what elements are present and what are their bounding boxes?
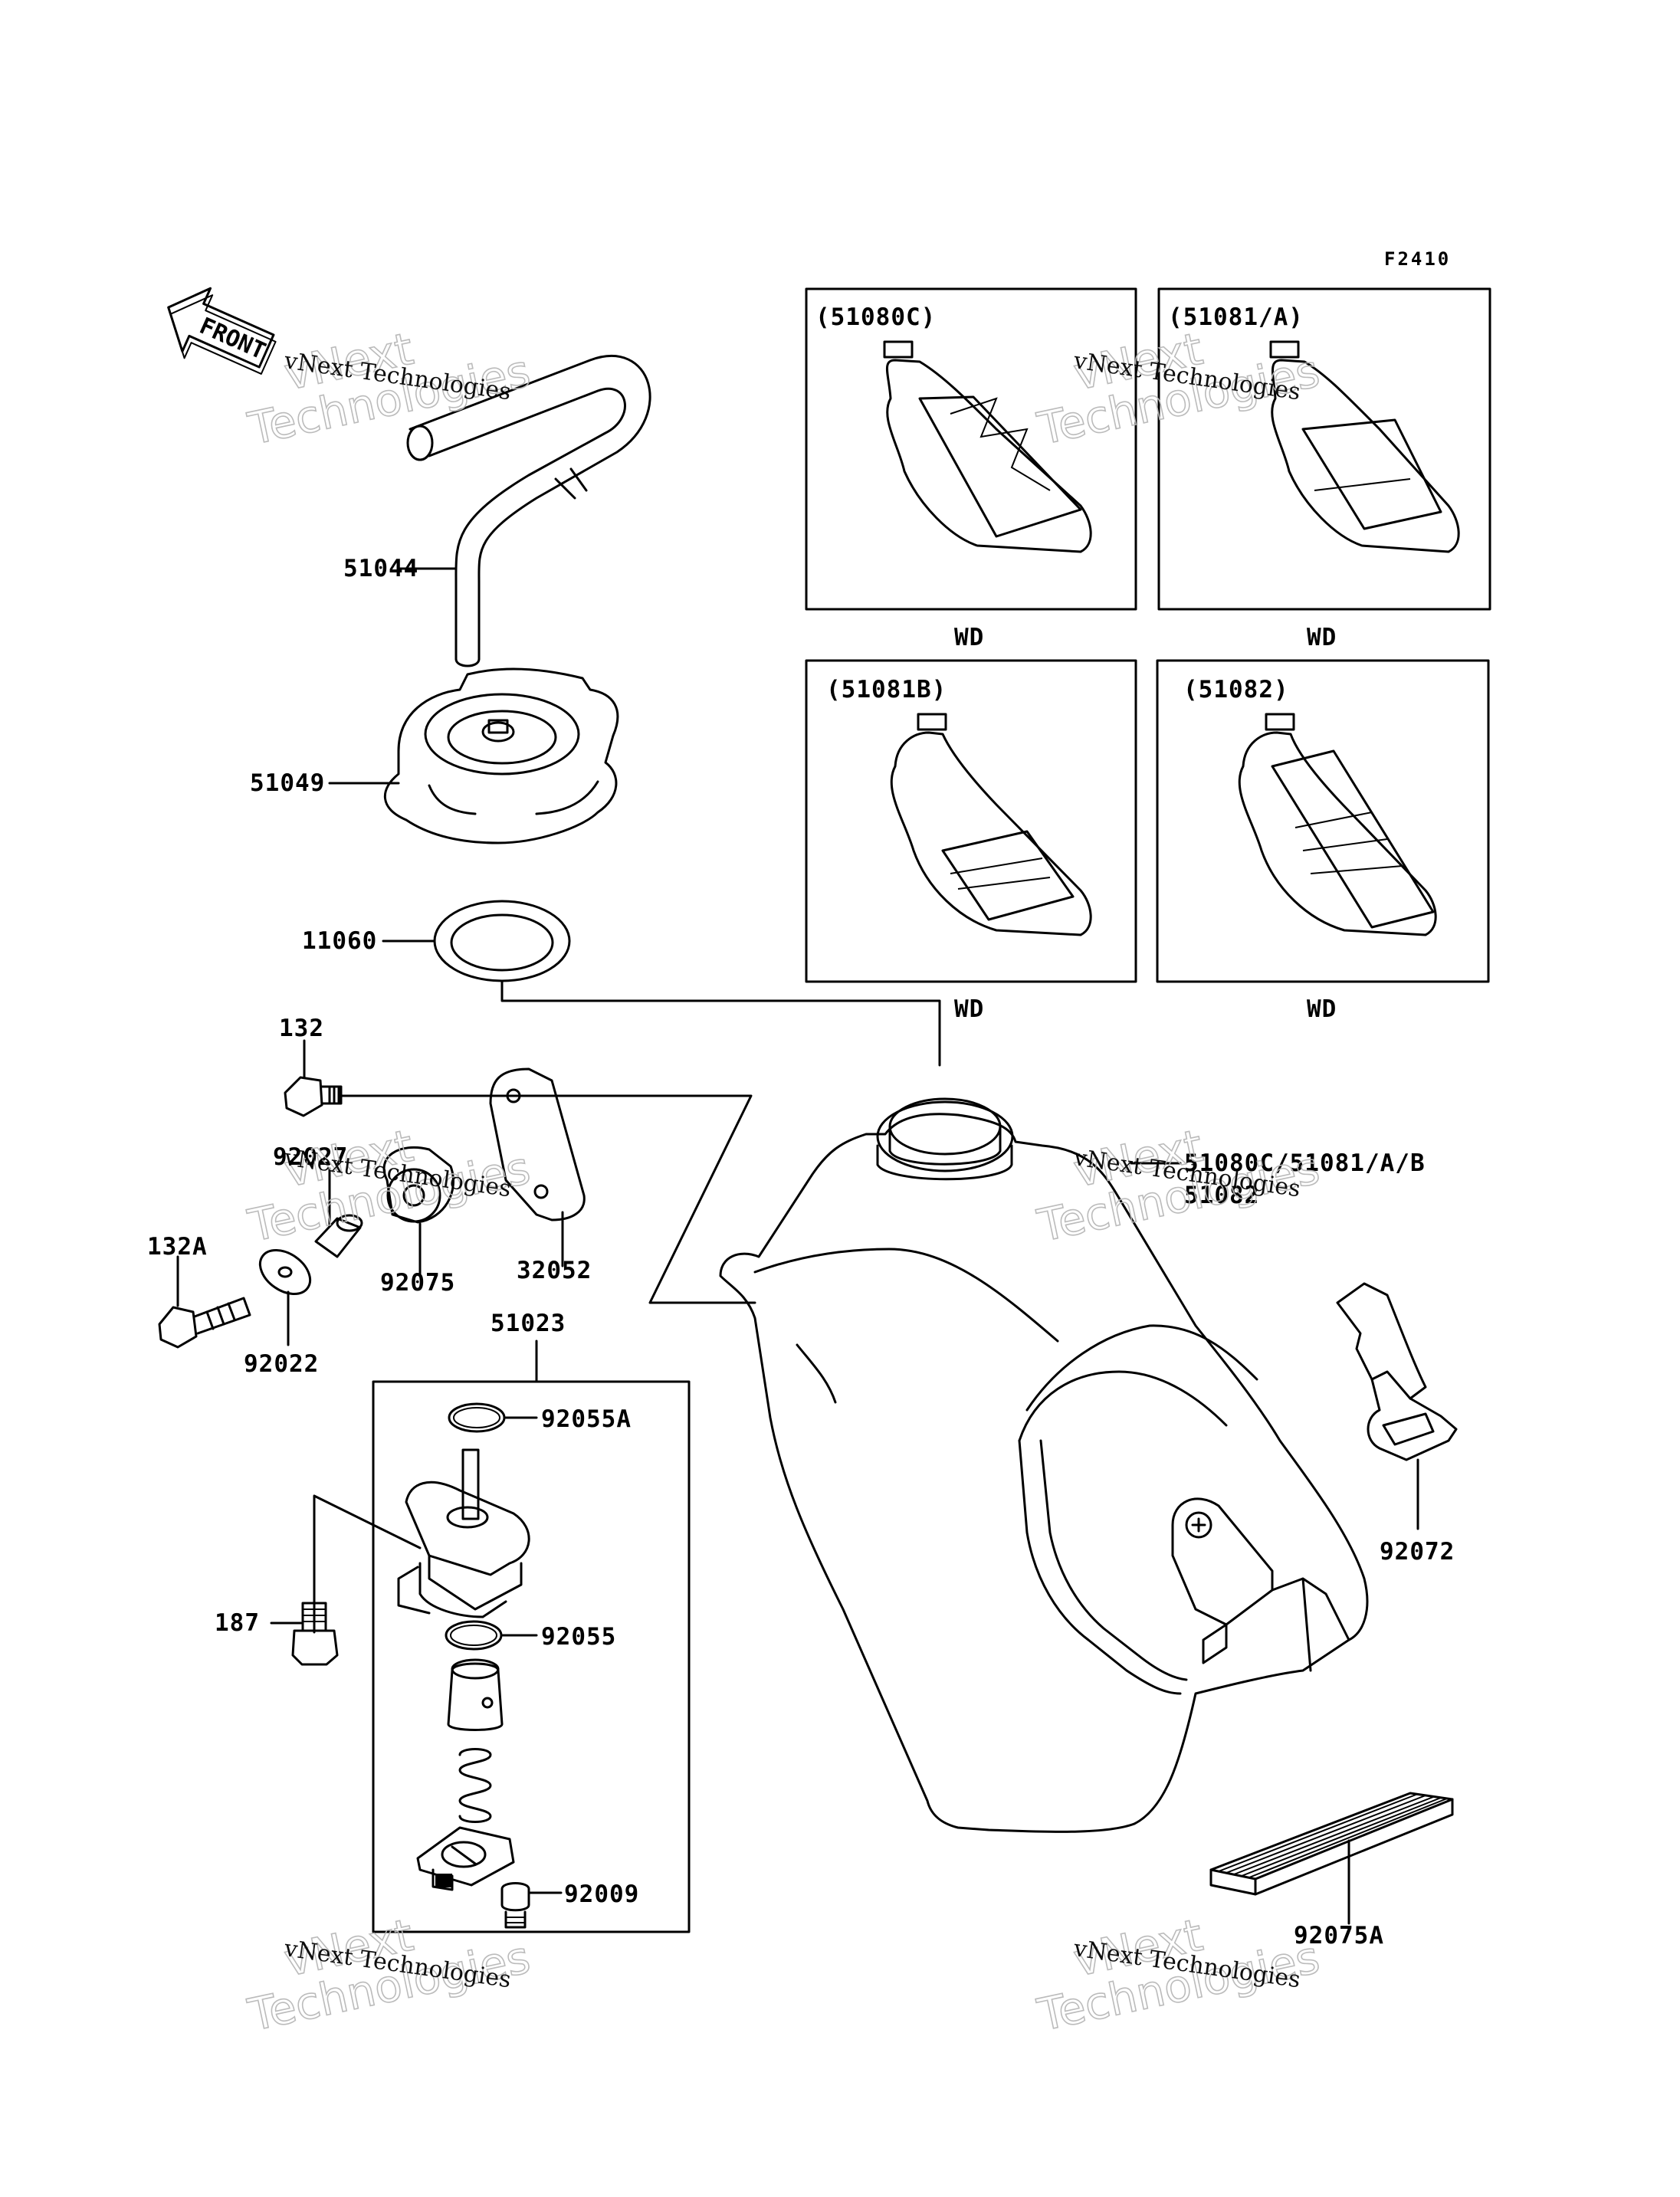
tank-variant-icon [1238,713,1437,936]
inset-label: (51082) [1183,676,1289,703]
tap-body-icon [397,1448,530,1618]
leader-line [500,979,941,1067]
inset-51082: (51082) WD [1156,659,1490,1023]
part-label: 92075A [1294,1922,1384,1949]
part-label: 32052 [517,1257,592,1284]
part-label: 92075 [380,1269,455,1297]
strap-92072: 92072 [1336,1282,1458,1566]
tap-lever-icon [416,1826,515,1891]
part-label: 92027 [273,1143,348,1171]
breather-hose-51044: 51044 [343,355,651,667]
tank-variant-icon [1269,340,1460,553]
fuel-tank-main: 51080C/51081/A/B 51082 [719,1097,1426,1833]
inset-note: WD [954,995,984,1023]
part-label: 92022 [244,1350,319,1378]
part-label: 51082 [1184,1182,1259,1209]
inset-label: (51080C) [815,303,936,331]
damper-92075a: 92075A [1209,1792,1454,1949]
part-label: 51023 [491,1310,566,1337]
figure-code: F2410 [1384,248,1451,270]
inset-51081a: (51081/A) WD [1157,287,1491,651]
leader-line [313,1494,422,1634]
inset-51081b: (51081B) WD [805,659,1137,1023]
tank-variant-icon [890,713,1092,936]
screw-187: 187 [215,1602,339,1666]
o-ring-92055a: 92055A [448,1402,632,1433]
collar-92027: 92027 [273,1143,363,1258]
part-label: 51080C/51081/A/B [1184,1149,1426,1177]
spring-icon [458,1748,492,1823]
rubber-92075: 92075 [380,1146,455,1297]
leader-line [340,1094,756,1304]
washer-92022: 92022 [244,1248,319,1378]
inset-note: WD [1307,624,1337,651]
inset-note: WD [1307,995,1337,1023]
bracket-32052: 32052 [489,1067,592,1284]
bolt-132a: 132A [147,1233,251,1349]
inset-51080c: (51080C) WD [805,287,1137,651]
part-label: 92072 [1380,1538,1455,1566]
screw-92009: 92009 [500,1881,639,1929]
part-label: 92055A [541,1405,632,1433]
part-label: 92009 [564,1881,639,1908]
part-label: 51044 [343,555,418,582]
part-label: 92055 [541,1623,616,1651]
part-label: 132A [147,1233,208,1261]
inset-note: WD [954,624,984,651]
part-label: 187 [215,1609,260,1637]
front-arrow-icon: FRONT [167,287,277,375]
part-label: 11060 [302,927,377,955]
inset-label: (51081B) [826,676,947,703]
fuel-tap-51023: 51023 92055A 187 [215,1310,691,1933]
o-ring-92055: 92055 [445,1620,616,1651]
fuel-cap-51049: 51049 [250,667,619,844]
gasket-11060: 11060 [302,900,571,982]
plunger-icon [447,1658,504,1731]
part-label: 132 [279,1015,324,1042]
inset-label: (51081/A) [1168,303,1304,331]
part-label: 51049 [250,769,325,797]
bolt-132: 132 [279,1015,343,1117]
tank-variant-icon [883,340,1092,553]
